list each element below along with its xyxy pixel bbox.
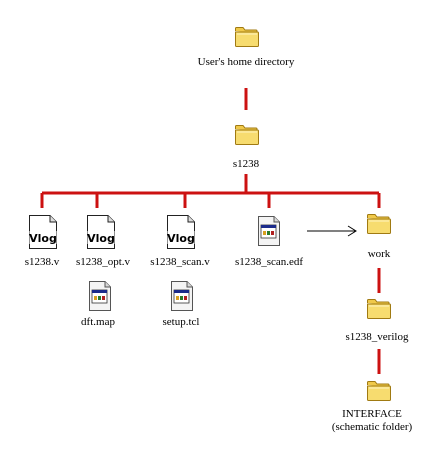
s1238-v-file-label: s1238.v xyxy=(24,256,60,268)
s1238-scan-v-file-label: s1238_scan.v xyxy=(150,256,210,268)
interface-folder-label: INTERFACE (schematic folder) xyxy=(332,408,412,434)
s1238-scan-v-file-icon[interactable]: Vlog xyxy=(165,215,197,254)
s1238-v-file-icon[interactable]: Vlog xyxy=(27,215,59,254)
s1238-scan-edf-file-label: s1238_scan.edf xyxy=(234,256,304,268)
interface-label-line1: INTERFACE xyxy=(342,408,402,420)
work-folder-icon[interactable] xyxy=(366,213,392,240)
s1238-scan-edf-file-icon[interactable] xyxy=(257,216,281,251)
work-folder-label: work xyxy=(367,248,391,260)
s1238-folder-icon[interactable] xyxy=(234,124,260,151)
svg-text:Vlog: Vlog xyxy=(29,232,57,245)
setup-tcl-file-icon[interactable] xyxy=(170,281,194,316)
s1238-verilog-folder-label: s1238_verilog xyxy=(345,331,409,343)
s1238-verilog-folder-icon[interactable] xyxy=(366,298,392,325)
interface-label-line2: (schematic folder) xyxy=(331,421,413,433)
s1238-opt-v-file-label: s1238_opt.v xyxy=(75,256,131,268)
dft-map-file-icon[interactable] xyxy=(88,281,112,316)
home-folder-icon[interactable] xyxy=(234,26,260,53)
home-folder-label: User's home directory xyxy=(197,56,295,68)
svg-text:Vlog: Vlog xyxy=(87,232,115,245)
interface-folder-icon[interactable] xyxy=(366,380,392,407)
svg-text:Vlog: Vlog xyxy=(167,232,195,245)
dft-map-file-label: dft.map xyxy=(81,316,115,328)
s1238-folder-label: s1238 xyxy=(232,158,260,170)
arrow-head xyxy=(347,225,357,237)
setup-tcl-file-label: setup.tcl xyxy=(162,316,200,328)
s1238-opt-v-file-icon[interactable]: Vlog xyxy=(85,215,117,254)
